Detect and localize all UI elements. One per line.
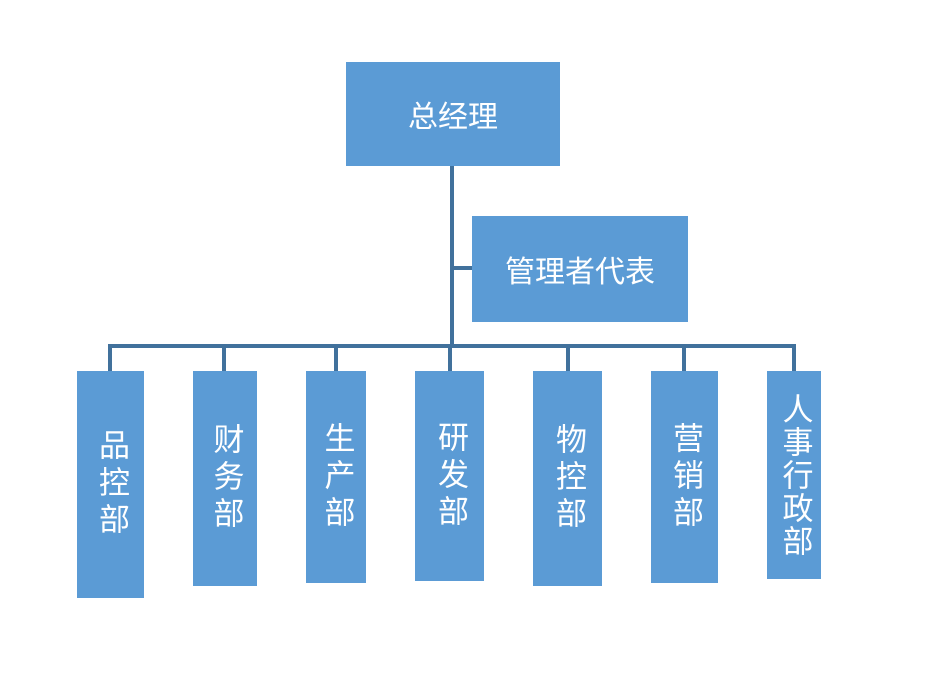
department-node: 品控部 — [77, 371, 144, 598]
connector-drop-6 — [682, 344, 686, 371]
connector-root-trunk — [450, 166, 454, 348]
department-label: 研发部 — [432, 420, 468, 532]
department-node: 人事行政部 — [767, 371, 821, 579]
department-label: 物控部 — [550, 423, 586, 534]
connector-drop-5 — [566, 344, 570, 371]
connector-drop-4 — [448, 344, 452, 371]
root-node-label: 总经理 — [408, 100, 498, 135]
staff-node: 管理者代表 — [472, 216, 688, 322]
connector-drop-2 — [222, 344, 226, 371]
department-label: 生产部 — [318, 421, 355, 533]
staff-node-label: 管理者代表 — [505, 255, 655, 290]
department-node: 物控部 — [533, 371, 602, 586]
department-label: 财务部 — [207, 423, 244, 534]
department-label: 人事行政部 — [776, 392, 813, 558]
department-label: 品控部 — [93, 429, 129, 540]
department-node: 营销部 — [651, 371, 718, 583]
connector-drop-3 — [334, 344, 338, 371]
connector-drop-1 — [108, 344, 112, 371]
connector-staff-branch — [454, 266, 472, 270]
department-node: 生产部 — [306, 371, 366, 583]
department-node: 研发部 — [415, 371, 484, 581]
department-node: 财务部 — [193, 371, 257, 586]
root-node: 总经理 — [346, 62, 560, 166]
department-label: 营销部 — [667, 421, 703, 533]
connector-drop-7 — [792, 344, 796, 371]
connector-department-bus — [108, 344, 796, 348]
